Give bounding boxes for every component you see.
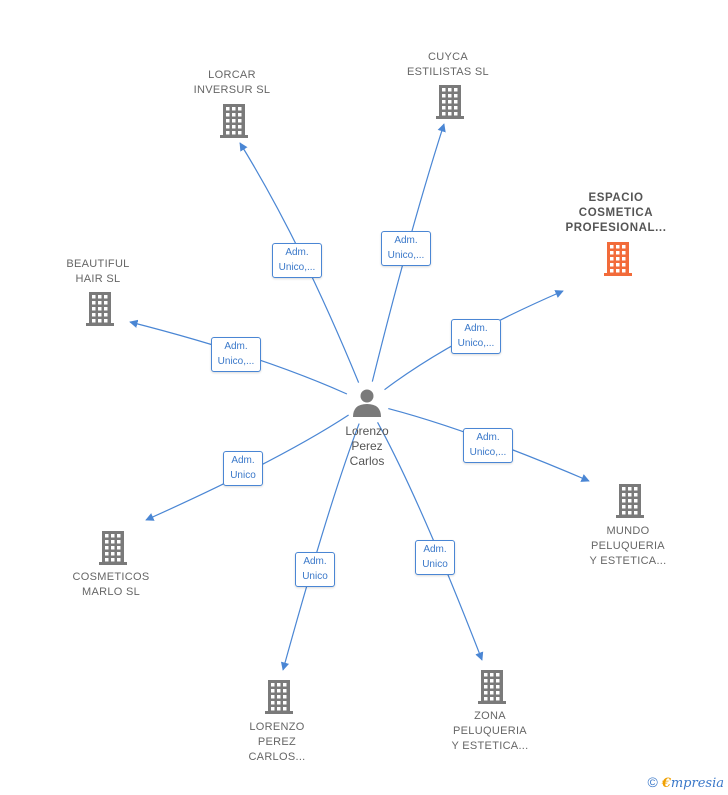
edge-label-cuyca[interactable]: Adm. Unico,...: [380, 230, 432, 266]
edge-label-lorenzo[interactable]: Adm. Unico: [295, 551, 335, 587]
center-person-label[interactable]: Lorenzo Perez Carlos: [345, 424, 389, 468]
copyright-icon: ©: [647, 774, 658, 790]
node-label-lorcar[interactable]: LORCAR INVERSUR SL: [193, 69, 271, 96]
person-icon[interactable]: [353, 389, 381, 418]
building-icon[interactable]: [478, 670, 506, 704]
edge-zona: [377, 422, 484, 661]
building-icon[interactable]: [436, 85, 464, 119]
building-icon[interactable]: [220, 104, 248, 138]
brand-logo-e: €: [661, 776, 671, 791]
building-icon[interactable]: [265, 680, 293, 714]
building-icon[interactable]: [86, 292, 114, 326]
edge-cosmeticos: [145, 414, 349, 521]
edge-label-mundo[interactable]: Adm. Unico,...: [462, 427, 514, 463]
building-icon[interactable]: [616, 484, 644, 518]
node-label-cuyca[interactable]: CUYCA ESTILISTAS SL: [407, 51, 489, 78]
edge-label-lorcar[interactable]: Adm. Unico,...: [271, 242, 323, 278]
node-label-lorenzo[interactable]: LORENZO PEREZ CARLOS...: [248, 721, 306, 763]
node-label-beautiful[interactable]: BEAUTIFUL HAIR SL: [66, 258, 130, 285]
edge-lorenzo: [280, 423, 360, 671]
brand-logo-text: mpresia: [670, 776, 724, 791]
building-icon[interactable]: [604, 242, 632, 276]
brand-footer: ©€mpresia: [647, 774, 724, 791]
edge-label-cosmeticos[interactable]: Adm. Unico: [223, 450, 263, 486]
edge-label-zona[interactable]: Adm. Unico: [415, 539, 455, 575]
node-label-zona[interactable]: ZONA PELUQUERIA Y ESTETICA...: [451, 710, 529, 752]
node-label-mundo[interactable]: MUNDO PELUQUERIA Y ESTETICA...: [589, 525, 667, 567]
node-label-espacio[interactable]: ESPACIO COSMETICA PROFESIONAL...: [565, 192, 667, 234]
edge-label-espacio[interactable]: Adm. Unico,...: [450, 318, 502, 354]
node-label-cosmeticos[interactable]: COSMETICOS MARLO SL: [72, 571, 150, 598]
building-icon[interactable]: [99, 531, 127, 565]
edge-label-beautiful[interactable]: Adm. Unico,...: [210, 336, 262, 372]
